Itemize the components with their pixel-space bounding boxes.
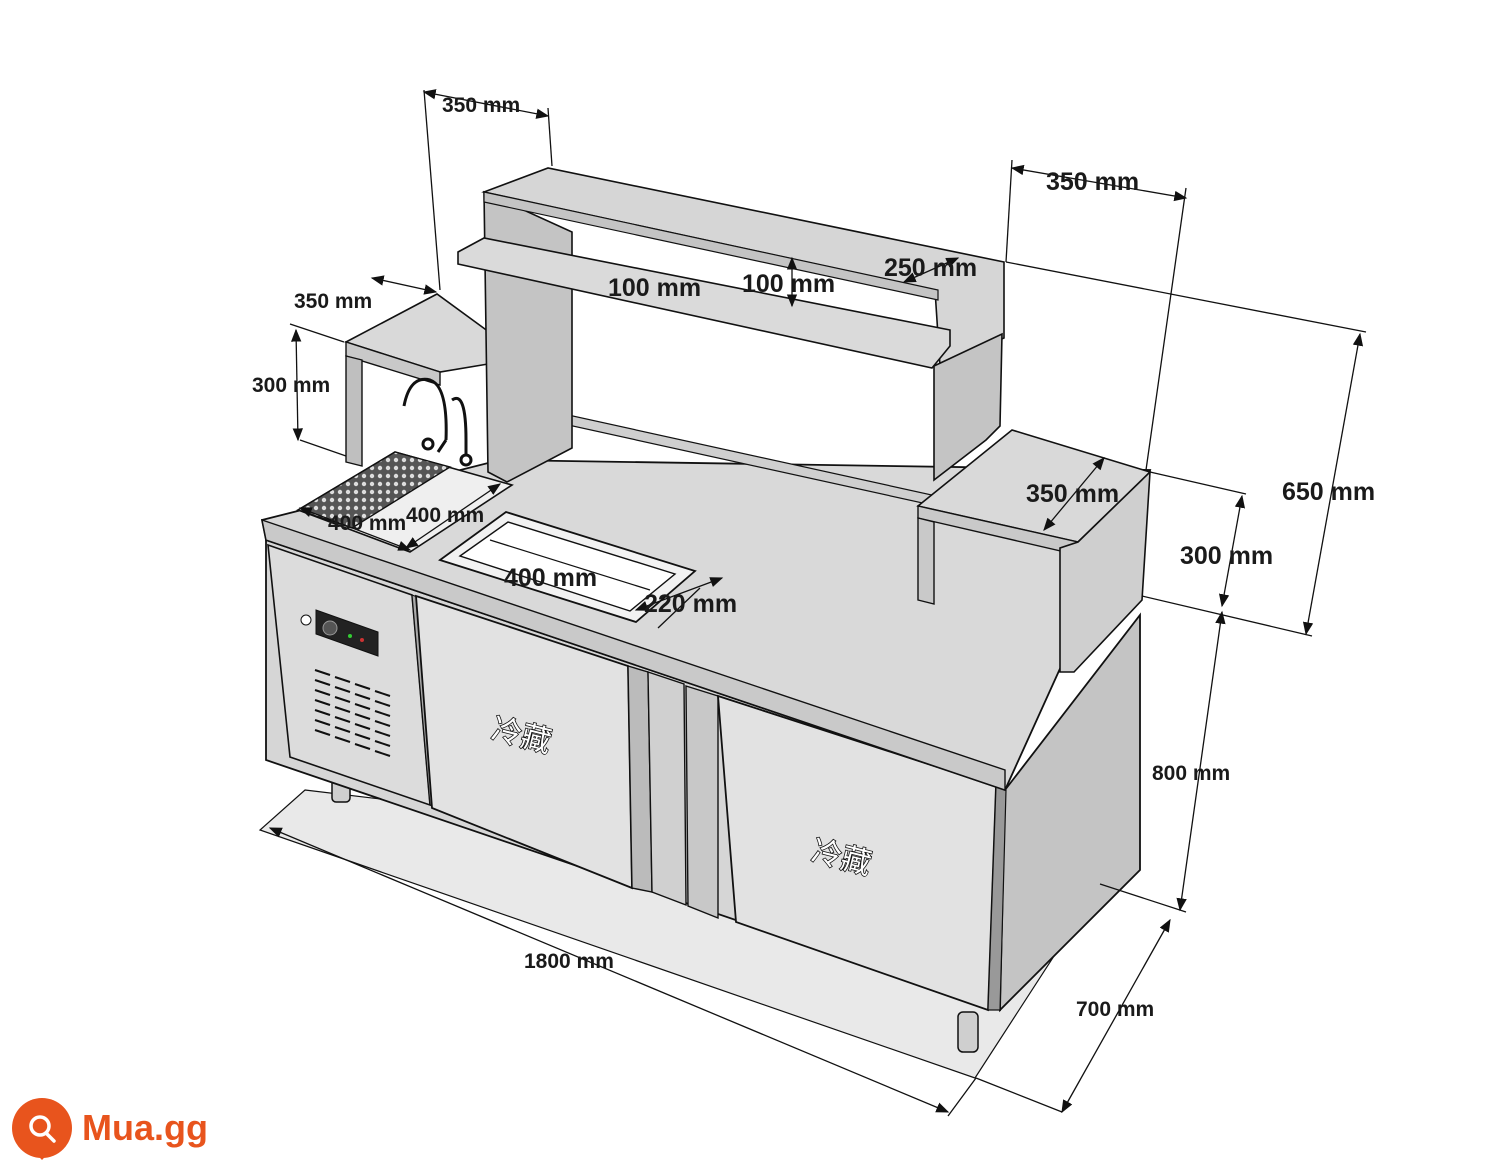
dim-well-width: 220 mm — [644, 590, 737, 618]
watermark-text: Mua.gg — [82, 1107, 208, 1148]
dim-overstructure-height: 650 mm — [1282, 478, 1375, 506]
faucet — [402, 377, 473, 467]
dim-top-shelf-depth-right: 350 mm — [1046, 168, 1139, 196]
dim-counter-height: 800 mm — [1152, 762, 1230, 785]
worktop-edge — [261, 518, 1006, 791]
dim-sink-width: 400 mm — [406, 504, 484, 527]
dim-shelf-gap-1: 100 mm — [608, 274, 701, 302]
right-shelf-leg-left — [917, 517, 935, 605]
dim-shelf-lip: 250 mm — [884, 254, 977, 282]
left-shelf-leg — [345, 355, 363, 467]
dim-counter-width: 1800 mm — [524, 950, 614, 973]
overshelf-mid — [457, 237, 951, 369]
dim-counter-depth: 700 mm — [1076, 998, 1154, 1021]
door-right-handle[interactable] — [685, 685, 719, 920]
door-handle-strip — [647, 671, 687, 907]
dim-top-shelf-depth-left: 350 mm — [442, 94, 520, 117]
dimension-lines — [268, 89, 1367, 1117]
dim-side-shelf-depth-right: 350 mm — [1026, 480, 1119, 508]
door-left-label: 冷藏 — [488, 712, 555, 760]
dim-well-length: 400 mm — [504, 564, 597, 592]
left-shelf-front — [345, 341, 441, 386]
dim-sink-length: 400 mm — [328, 512, 406, 535]
control-panel — [300, 609, 379, 657]
dim-side-shelf-height-left: 300 mm — [252, 374, 330, 397]
overshelf-upright-left — [483, 190, 573, 483]
vent-grille — [314, 669, 391, 757]
dim-side-shelf-height-right: 300 mm — [1180, 542, 1273, 570]
dim-side-shelf-depth-left: 350 mm — [294, 290, 372, 313]
overshelf-top-front — [483, 191, 939, 301]
dim-shelf-gap-2: 100 mm — [742, 270, 835, 298]
watermark: Mua.gg — [12, 1098, 208, 1160]
overshelf-upright-right — [933, 332, 1003, 482]
